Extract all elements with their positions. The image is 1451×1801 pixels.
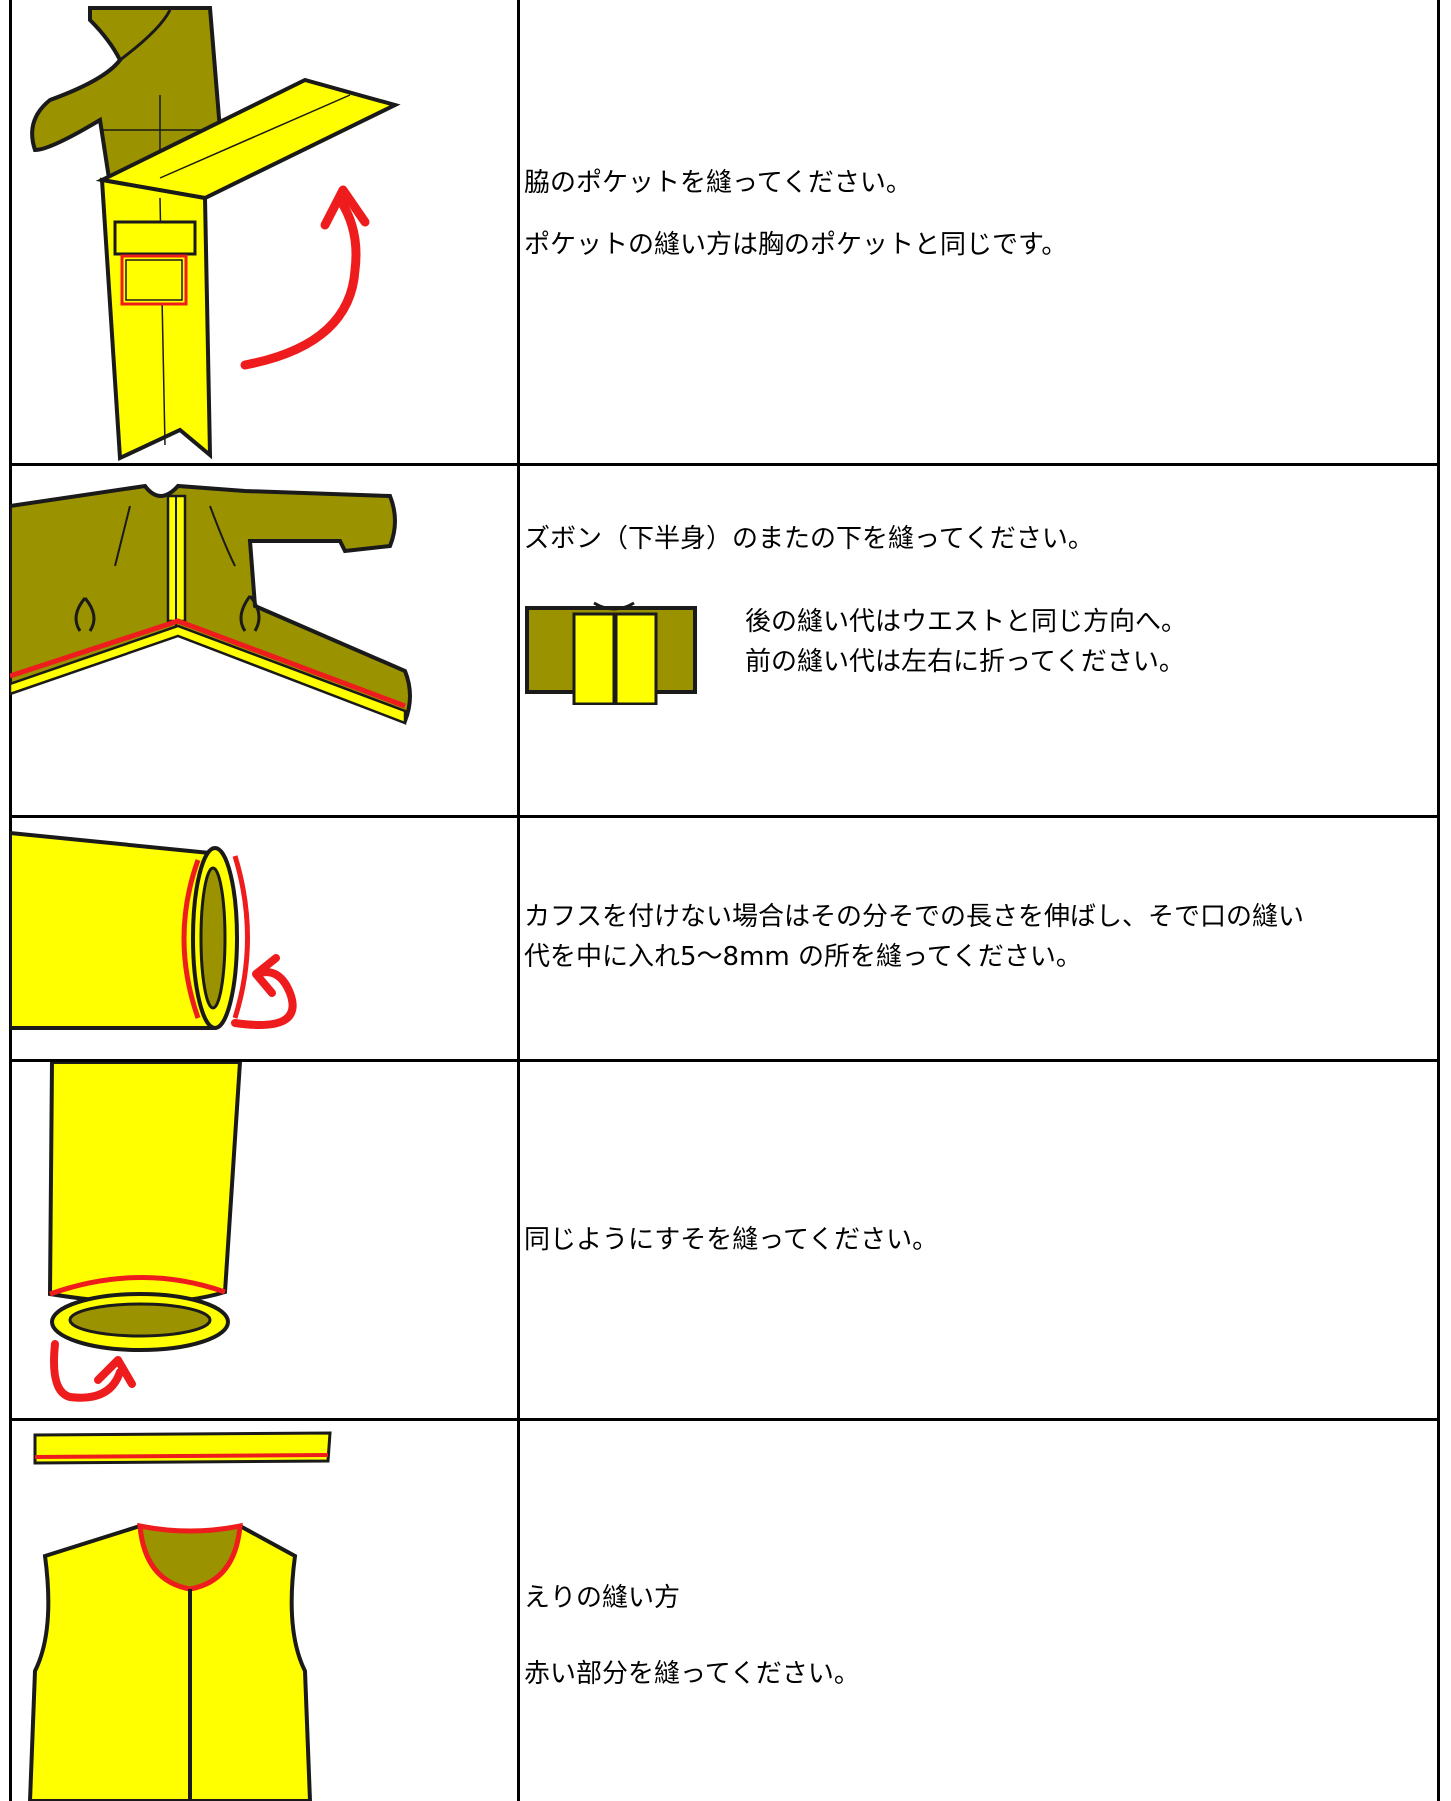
table-column-divider <box>517 0 520 1801</box>
row-1-line-1: 脇のポケットを縫ってください。 <box>524 168 912 198</box>
row-4-text: 同じようにすそを縫ってください。 <box>524 1220 1424 1260</box>
row-divider-2 <box>9 815 1440 818</box>
row-divider-1 <box>9 463 1440 466</box>
row-2-line-1: ズボン（下半身）のまたの下を縫ってください。 <box>524 524 1094 554</box>
collar-illustration <box>10 1421 515 1801</box>
seam-note-line-2: 前の縫い代は左右に折ってください。 <box>745 647 1185 677</box>
row-3-line-2: 代を中に入れ5～8mm の所を縫ってください。 <box>524 942 1082 972</box>
row-4-line-1: 同じようにすそを縫ってください。 <box>524 1225 939 1255</box>
table-right-border <box>1437 0 1440 1801</box>
seam-allowance-diagram <box>525 601 697 705</box>
row-2-text: ズボン（下半身）のまたの下を縫ってください。 <box>524 519 1424 559</box>
crotch-seam-illustration <box>10 466 515 815</box>
row-1-line-2: ポケットの縫い方は胸のポケットと同じです。 <box>524 230 1068 260</box>
row-5-line-1: えりの縫い方 <box>524 1583 681 1613</box>
row-3-line-1: カフスを付けない場合はその分そでの長さを伸ばし、そで口の縫い <box>524 902 1305 932</box>
row-divider-3 <box>9 1059 1440 1062</box>
seam-allowance-text: 後の縫い代はウエストと同じ方向へ。 前の縫い代は左右に折ってください。 <box>745 600 1187 682</box>
row-5-line-2: 赤い部分を縫ってください。 <box>524 1659 860 1689</box>
row-5-text: えりの縫い方 赤い部分を縫ってください。 <box>524 1578 1424 1694</box>
row-1-text: 脇のポケットを縫ってください。 ポケットの縫い方は胸のポケットと同じです。 <box>524 163 1424 265</box>
hem-cuff-illustration <box>10 1062 515 1418</box>
sleeve-cuff-illustration <box>10 818 515 1059</box>
row-divider-4 <box>9 1418 1440 1421</box>
seam-allowance-note: 後の縫い代はウエストと同じ方向へ。 前の縫い代は左右に折ってください。 <box>524 600 1187 705</box>
row-3-text: カフスを付けない場合はその分そでの長さを伸ばし、そで口の縫い 代を中に入れ5～8… <box>524 897 1424 977</box>
seam-note-line-1: 後の縫い代はウエストと同じ方向へ。 <box>745 607 1188 637</box>
side-pocket-illustration <box>10 0 515 462</box>
